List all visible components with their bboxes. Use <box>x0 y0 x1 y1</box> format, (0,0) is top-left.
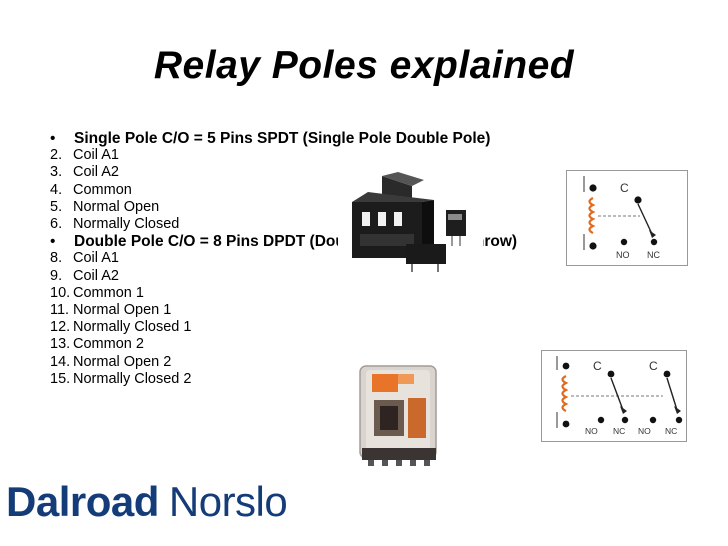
list-number: 9. <box>50 267 63 284</box>
relay-pin-list: • Single Pole C/O = 5 Pins SPDT (Single P… <box>50 130 517 388</box>
logo-regular-text: Norslo <box>168 478 288 525</box>
list-number: 12. <box>50 319 71 336</box>
normally-open-label: NO <box>616 250 630 260</box>
list-number: 15. <box>50 370 71 387</box>
list-number: 10. <box>50 284 71 301</box>
list-item-text: Coil A1 <box>73 147 119 164</box>
list-item: 15.Normally Closed 2 <box>50 371 517 388</box>
spdt-diagram: C NO NC <box>566 170 688 266</box>
normally-open-2-label: NO <box>638 426 651 436</box>
list-item: 2. Coil A1 <box>50 147 517 164</box>
list-item: 10.Common 1 <box>50 285 517 302</box>
list-number: 6. <box>50 216 63 233</box>
list-item-text: Normal Open 2 <box>73 353 172 370</box>
list-item: 6. Normally Closed <box>50 216 517 233</box>
list-item: • Single Pole C/O = 5 Pins SPDT (Single P… <box>50 130 517 147</box>
list-number: 14. <box>50 353 71 370</box>
bullet-marker: • <box>50 233 56 251</box>
list-item-text: Common <box>73 181 132 198</box>
list-item: 8. Coil A1 <box>50 250 517 267</box>
common-label: C <box>620 181 629 195</box>
normally-open-1-label: NO <box>585 426 598 436</box>
list-item-text: Normally Closed <box>73 216 180 233</box>
list-item: 9. Coil A2 <box>50 268 517 285</box>
list-item: 13.Common 2 <box>50 336 517 353</box>
list-item: 5. Normal Open <box>50 199 517 216</box>
list-item-text: Common 1 <box>73 284 144 301</box>
relay-photo <box>352 360 446 470</box>
list-number: 5. <box>50 198 63 215</box>
list-item-text: Normal Open <box>73 198 160 215</box>
list-number: 2. <box>50 147 63 164</box>
list-number: 11. <box>50 302 70 319</box>
list-number: 13. <box>50 336 71 353</box>
list-item-text: Normally Closed 2 <box>73 370 192 387</box>
list-number: 8. <box>50 250 63 267</box>
list-item: 14.Normal Open 2 <box>50 354 517 371</box>
list-item-text: Coil A2 <box>73 164 119 181</box>
normally-closed-label: NC <box>647 250 660 260</box>
list-number: 4. <box>50 181 63 198</box>
list-item-text: Normally Closed 1 <box>73 319 192 336</box>
dpdt-diagram: C C NO NC NO NC <box>541 350 687 442</box>
list-item: 12.Normally Closed 1 <box>50 319 517 336</box>
logo-bold-text: Dalroad <box>6 478 159 525</box>
list-item-text: Normal Open 1 <box>73 302 172 319</box>
list-item-text: Common 2 <box>73 336 144 353</box>
normally-closed-2-label: NC <box>665 426 677 436</box>
list-item: 3. Coil A2 <box>50 164 517 181</box>
list-item: 4. Common <box>50 182 517 199</box>
slide-title: Relay Poles explained <box>153 44 575 87</box>
relay-socket-image <box>338 172 483 276</box>
list-item-text: Coil A1 <box>73 250 119 267</box>
list-item: 11.Normal Open 1 <box>50 302 517 319</box>
common-1-label: C <box>593 359 602 373</box>
list-item-text: Single Pole C/O = 5 Pins SPDT (Single Po… <box>74 130 491 147</box>
common-2-label: C <box>649 359 658 373</box>
list-number: 3. <box>50 164 63 181</box>
normally-closed-1-label: NC <box>613 426 625 436</box>
bullet-marker: • <box>50 130 56 147</box>
list-item-text: Coil A2 <box>73 267 119 284</box>
